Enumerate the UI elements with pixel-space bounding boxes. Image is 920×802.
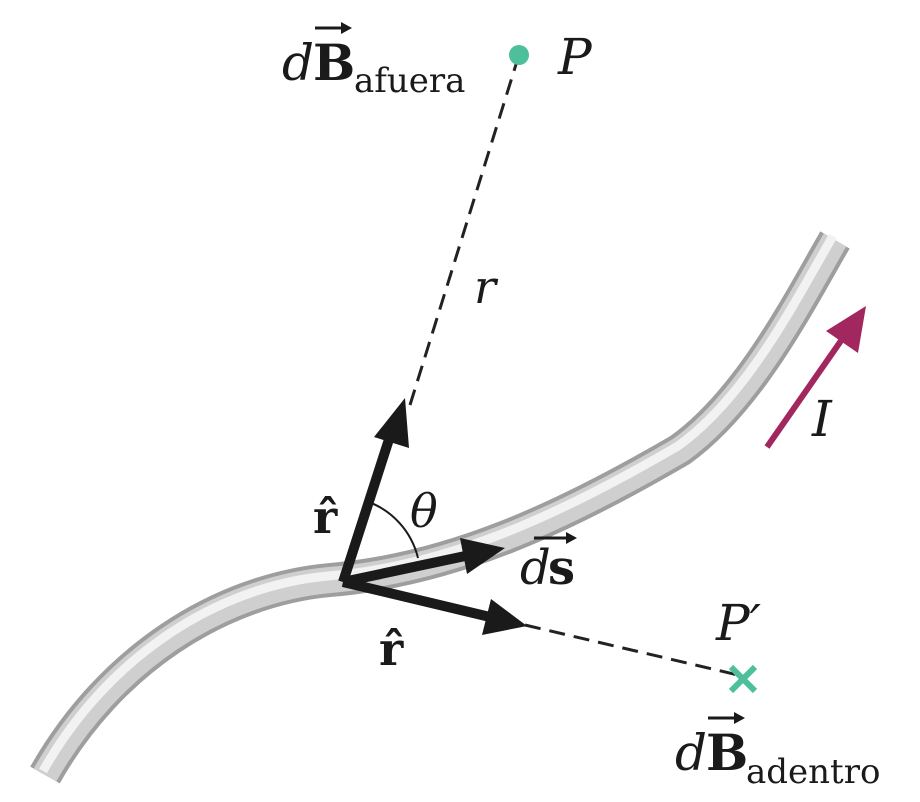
dB-adentro-B: B <box>706 723 748 782</box>
ds-label: d s <box>520 532 577 596</box>
r-distance-label: r <box>474 260 499 314</box>
r-hat-down-label: r̂ <box>379 622 404 676</box>
r-hat-up-vector <box>338 398 409 584</box>
r-hat-up-label: r̂ <box>313 490 338 544</box>
r-hat-down-vector <box>341 577 527 635</box>
ds-s: s <box>548 540 575 596</box>
theta-label: θ <box>410 484 438 538</box>
current-I-label: I <box>811 390 833 448</box>
current-arrow <box>764 306 866 449</box>
theta-angle-arc <box>365 500 419 559</box>
dashed-line-to-P-prime <box>524 623 739 677</box>
dB-adentro-d: d <box>675 724 707 782</box>
point-P-prime-marker <box>728 664 758 694</box>
dB-afuera-d: d <box>282 34 314 92</box>
ds-vector <box>341 538 505 587</box>
vector-arrow-icon <box>534 532 577 544</box>
vector-arrow-icon <box>708 712 745 724</box>
dB-adentro-subscript: adentro <box>746 752 880 792</box>
current-carrying-wire <box>30 231 850 784</box>
dB-afuera-subscript: afuera <box>354 61 465 101</box>
point-P-prime-label: P′ <box>715 594 762 652</box>
point-P-label: P <box>557 28 593 86</box>
dB-afuera-label: d B afuera <box>282 22 465 101</box>
point-P-marker <box>509 45 529 65</box>
dB-adentro-label: d B adentro <box>675 712 880 792</box>
dB-afuera-B: B <box>313 33 355 92</box>
vector-arrow-icon <box>315 22 352 34</box>
ds-d: d <box>520 540 551 596</box>
r-dashed-line-to-P <box>408 57 520 406</box>
